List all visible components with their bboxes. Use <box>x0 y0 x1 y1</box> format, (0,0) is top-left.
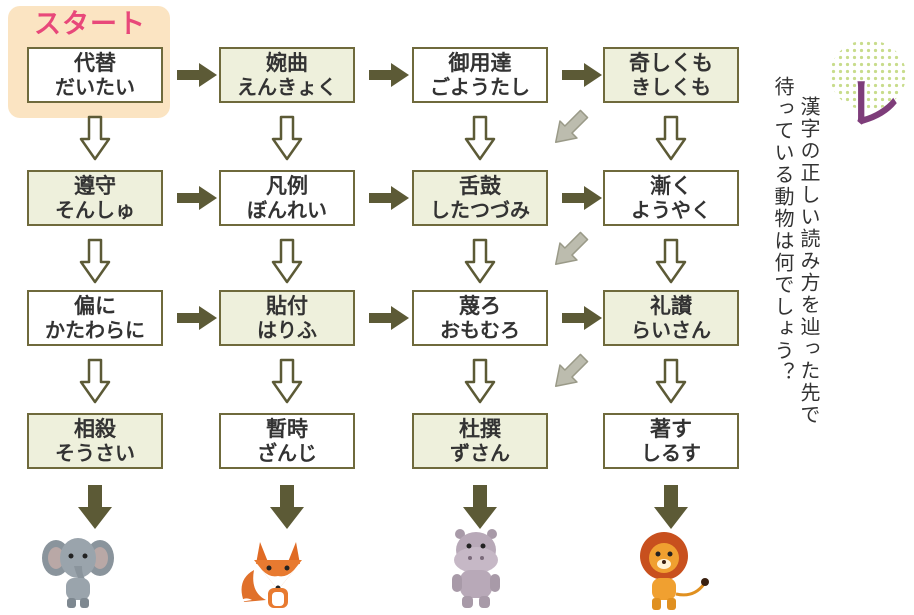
reading-text: ずさん <box>450 441 510 465</box>
kanji-text: 偏に <box>74 294 116 318</box>
down-arrow-icon <box>78 485 112 529</box>
word-box: 舌鼓したつづみ <box>412 170 548 226</box>
kanji-text: 婉曲 <box>266 51 308 75</box>
right-arrow-icon <box>177 186 217 210</box>
down-arrow-outline-icon <box>79 115 111 161</box>
kanji-text: 貼付 <box>266 294 308 318</box>
kanji-text: 舌鼓 <box>459 174 501 198</box>
down-arrow-icon <box>654 485 688 529</box>
down-arrow-outline-icon <box>655 358 687 404</box>
reading-text: えんきょく <box>237 75 337 99</box>
kanji-text: 相殺 <box>74 417 116 441</box>
right-arrow-icon <box>369 186 409 210</box>
right-arrow-icon <box>562 186 602 210</box>
word-box: 貼付はりふ <box>219 290 355 346</box>
word-box: 偏にかたわらに <box>27 290 163 346</box>
elephant-icon <box>42 538 114 608</box>
word-box: 相殺そうさい <box>27 413 163 469</box>
kanji-text: 蔑ろ <box>459 294 501 318</box>
instruction-line-2: 待っている動物は何でしょう？ <box>771 76 795 384</box>
right-arrow-icon <box>369 306 409 330</box>
diagonal-arrow-icon <box>554 231 589 266</box>
reading-text: そうさい <box>55 441 135 465</box>
reading-text: らいさん <box>631 318 711 342</box>
word-box: 婉曲えんきょく <box>219 47 355 103</box>
down-arrow-outline-icon <box>271 238 303 284</box>
down-arrow-outline-icon <box>464 238 496 284</box>
reading-text: ざんじ <box>257 441 317 465</box>
down-arrow-outline-icon <box>655 238 687 284</box>
reading-text: だいたい <box>55 75 135 99</box>
down-arrow-outline-icon <box>655 115 687 161</box>
kanji-text: 代替 <box>74 51 116 75</box>
start-label: スタート <box>34 9 146 40</box>
kanji-text: 杜撰 <box>459 417 501 441</box>
title-area: 読み方脳トレ <box>830 40 914 370</box>
kanji-text: 礼讃 <box>650 294 692 318</box>
right-arrow-icon <box>562 63 602 87</box>
kanji-text: 御用達 <box>448 51 512 75</box>
down-arrow-outline-icon <box>464 358 496 404</box>
lion-icon <box>640 532 709 610</box>
word-box: 礼讃らいさん <box>603 290 739 346</box>
kanji-text: 遵守 <box>74 174 116 198</box>
page-title: 読み方脳トレ <box>836 74 914 344</box>
down-arrow-outline-icon <box>79 358 111 404</box>
down-arrow-outline-icon <box>271 115 303 161</box>
fox-icon <box>240 542 302 608</box>
word-box: 蔑ろおもむろ <box>412 290 548 346</box>
reading-text: かたわらに <box>45 318 145 342</box>
word-box: 漸くようやく <box>603 170 739 226</box>
reading-text: ぼんれい <box>247 198 327 222</box>
word-box: 杜撰ずさん <box>412 413 548 469</box>
word-box: 暫時ざんじ <box>219 413 355 469</box>
diagonal-arrow-icon <box>554 353 589 388</box>
diagonal-arrow-icon <box>554 109 589 144</box>
down-arrow-outline-icon <box>79 238 111 284</box>
down-arrow-icon <box>463 485 497 529</box>
word-box: 遵守そんしゅ <box>27 170 163 226</box>
kanji-text: 著す <box>650 417 692 441</box>
hippo-icon <box>452 529 500 608</box>
word-box: 御用達ごようたし <box>412 47 548 103</box>
right-arrow-icon <box>562 306 602 330</box>
down-arrow-icon <box>270 485 304 529</box>
reading-text: ごようたし <box>430 75 530 99</box>
reading-text: おもむろ <box>440 318 520 342</box>
down-arrow-outline-icon <box>271 358 303 404</box>
right-arrow-icon <box>177 306 217 330</box>
reading-text: はりふ <box>257 318 317 342</box>
instruction-line-1: 漢字の正しい読み方を辿った先で <box>797 96 821 426</box>
word-box: 凡例ぼんれい <box>219 170 355 226</box>
reading-text: そんしゅ <box>55 198 135 222</box>
word-box: 著すしるす <box>603 413 739 469</box>
word-box: 代替だいたい <box>27 47 163 103</box>
reading-text: きしくも <box>631 75 711 99</box>
down-arrow-outline-icon <box>464 115 496 161</box>
kanji-text: 奇しくも <box>629 51 713 75</box>
word-box: 奇しくもきしくも <box>603 47 739 103</box>
right-arrow-icon <box>369 63 409 87</box>
kanji-text: 暫時 <box>266 417 308 441</box>
reading-text: しるす <box>641 441 701 465</box>
dot-pattern-decoration <box>830 40 906 110</box>
reading-text: したつづみ <box>430 198 530 222</box>
reading-text: ようやく <box>631 198 711 222</box>
right-arrow-icon <box>177 63 217 87</box>
kanji-text: 凡例 <box>266 174 308 198</box>
kanji-text: 漸く <box>650 174 692 198</box>
